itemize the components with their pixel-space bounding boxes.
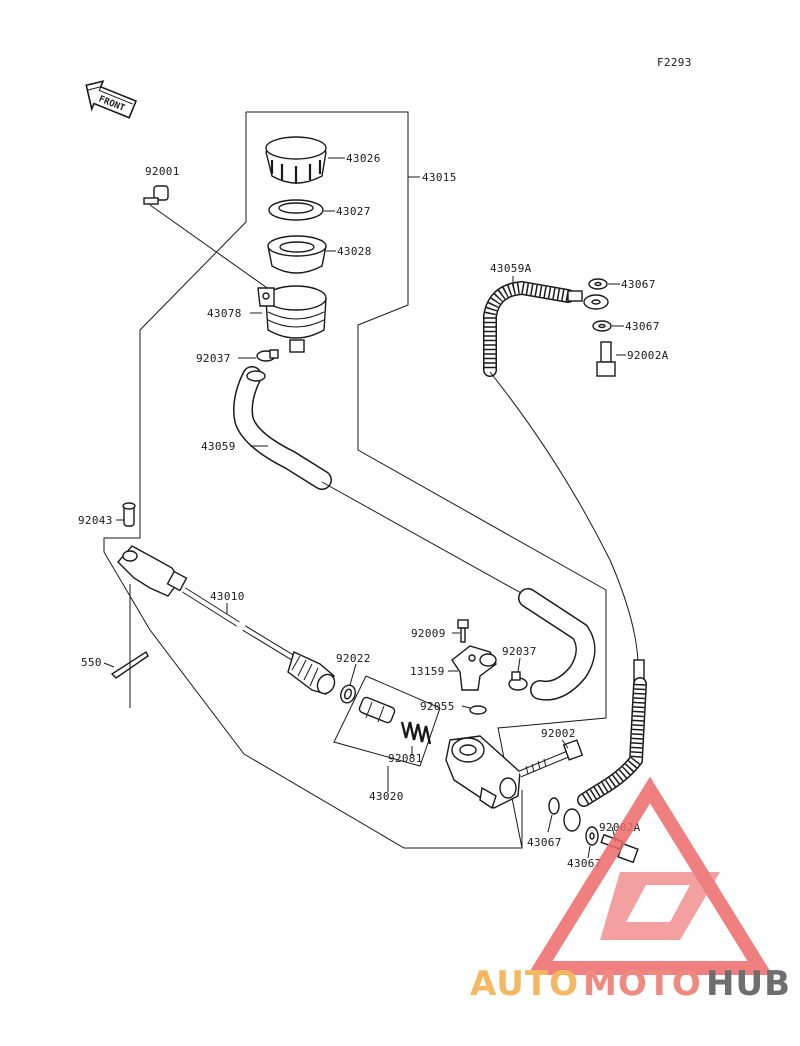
spring [400,721,432,745]
watermark-hub: HUB [706,964,791,1004]
label-43067-upper-1: 43067 [621,278,656,291]
label-43010: 43010 [210,590,245,603]
watermark-auto: AUTO [470,964,579,1004]
watermark-moto: MOTO [583,964,702,1004]
label-92002: 92002 [541,727,576,740]
push-rod [117,545,336,695]
label-92001: 92001 [145,165,180,178]
label-43020: 43020 [369,790,404,803]
piston [358,696,396,724]
label-43015: 43015 [422,171,457,184]
clevis-pin [122,502,136,527]
label-92002a-upper: 92002A [627,349,669,362]
label-92037-upper: 92037 [196,352,231,365]
label-43067-lower-2: 43067 [567,857,602,870]
master-cylinder-body [445,735,521,810]
label-92043: 92043 [78,514,113,527]
hose-clamp-upper [256,349,279,362]
label-43067-lower-1: 43067 [527,836,562,849]
label-43027: 43027 [336,205,371,218]
seal-ring [340,684,356,704]
diaphragm [267,235,327,274]
washer-upper-1 [588,278,608,290]
label-92055: 92055 [420,700,455,713]
reservoir-hose [233,366,332,490]
label-43028: 43028 [337,245,372,258]
banjo-bolt-upper [596,341,616,377]
watermark-logo [527,776,773,975]
label-92037-lower: 92037 [502,645,537,658]
reservoir-body [257,285,327,353]
label-43059a: 43059A [490,262,532,275]
label-550: 550 [81,656,102,669]
figure-code: F2293 [657,56,692,69]
bolt-92002 [518,739,584,778]
hose-clamp-lower [508,671,528,691]
washer-lower-1 [548,797,560,815]
hose-fitting [451,645,497,691]
label-43026: 43026 [346,152,381,165]
watermark-text: AUTO MOTO HUB [470,964,791,1004]
clutch-hose [483,280,647,832]
diaphragm-plate [268,199,324,221]
front-arrow-icon: FRONT [85,80,138,119]
reservoir-cap [265,136,327,184]
label-43078: 43078 [207,307,242,320]
label-13159: 13159 [410,665,445,678]
lower-hose [518,588,596,701]
label-92009: 92009 [411,627,446,640]
label-92081: 92081 [388,752,423,765]
piston-kit-outline [333,675,441,767]
washer-lower-2 [585,826,599,846]
label-43067-upper-2: 43067 [625,320,660,333]
o-ring [469,705,487,715]
reservoir-assembly-outline [103,111,607,849]
screw-icon [143,185,169,205]
label-92022: 92022 [336,652,371,665]
washer-upper-2 [592,320,612,332]
label-43059: 43059 [201,440,236,453]
screw-92009 [457,619,469,643]
